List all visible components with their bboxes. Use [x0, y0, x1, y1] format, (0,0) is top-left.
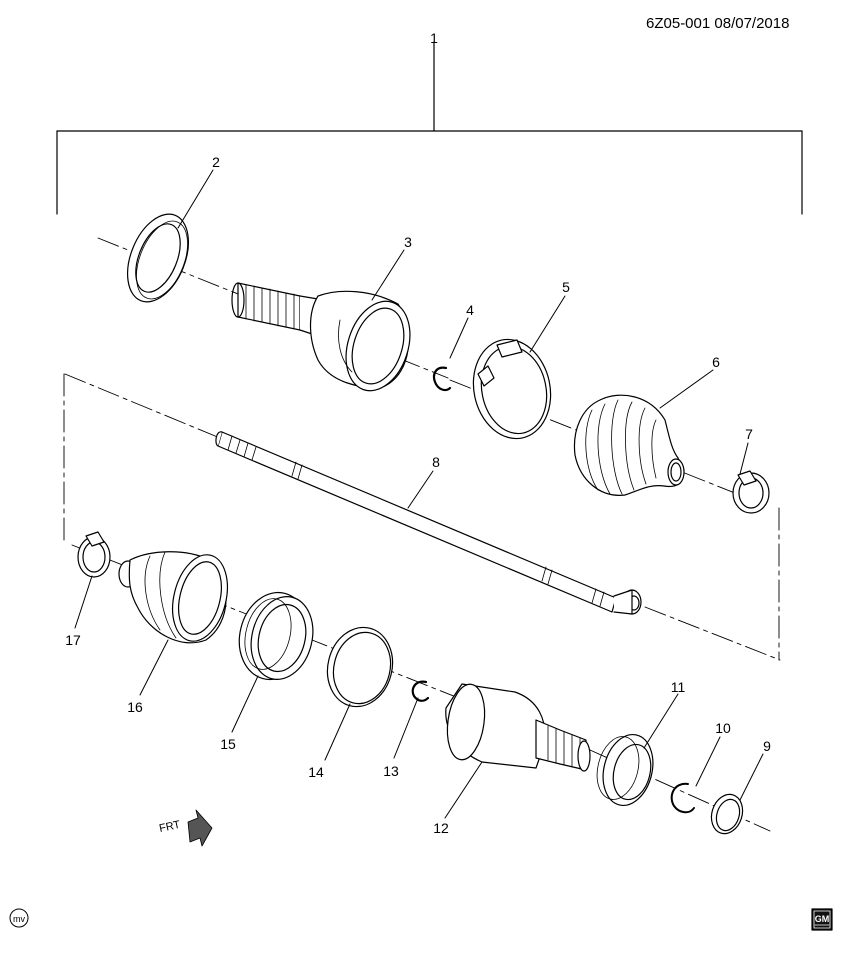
gm-logo-icon: [811, 908, 833, 931]
part-3-outer-cv-joint: [231, 282, 411, 392]
callout-1: 1: [430, 30, 438, 46]
part-5-boot-clamp: [472, 338, 552, 440]
part-15-housing-seal: [238, 591, 314, 681]
part-17-small-clamp: [77, 531, 111, 578]
part-11-axle-seal: [596, 733, 654, 807]
part-9-ring: [710, 793, 744, 835]
callout-7: 7: [745, 426, 753, 442]
part-4-snap-ring: [432, 366, 452, 392]
front-arrow-icon: [187, 809, 213, 847]
part-10-snap-ring: [670, 782, 695, 814]
part-7-small-clamp: [732, 470, 770, 514]
part-8-half-shaft: [215, 431, 642, 615]
callout-13: 13: [383, 763, 399, 779]
callout-10: 10: [715, 720, 731, 736]
callout-9: 9: [763, 738, 771, 754]
callout-12: 12: [433, 820, 449, 836]
assembly-bracket: [56, 41, 803, 215]
front-marker-label: FRT: [158, 819, 181, 835]
callout-5: 5: [562, 279, 570, 295]
part-12-inner-joint: [445, 683, 591, 772]
reference-code: 6Z05-001: [646, 15, 711, 32]
mv-circle-icon: [9, 908, 29, 928]
part-13-snap-ring: [411, 680, 430, 702]
center-lines: [64, 237, 781, 832]
part-14-ring: [326, 626, 394, 708]
leader-lines: [74, 169, 764, 819]
callout-17: 17: [65, 632, 81, 648]
phantom-frame: [63, 373, 780, 661]
part-6-outer-boot: [573, 394, 685, 496]
diagram-reference: 6Z05-001 08/07/2018: [646, 16, 789, 31]
mv-mark: mv: [13, 914, 25, 924]
gm-logo-text: GM: [815, 914, 830, 924]
callout-3: 3: [404, 234, 412, 250]
part-2-washer: [127, 213, 189, 303]
diagram-date: 08/07/2018: [714, 15, 790, 32]
callout-16: 16: [127, 699, 143, 715]
part-16-inner-boot: [118, 551, 228, 644]
callout-8: 8: [432, 454, 440, 470]
callout-15: 15: [220, 736, 236, 752]
callout-6: 6: [712, 354, 720, 370]
callout-2: 2: [212, 154, 220, 170]
callout-11: 11: [670, 679, 686, 695]
callout-14: 14: [308, 764, 324, 780]
callout-4: 4: [466, 302, 474, 318]
